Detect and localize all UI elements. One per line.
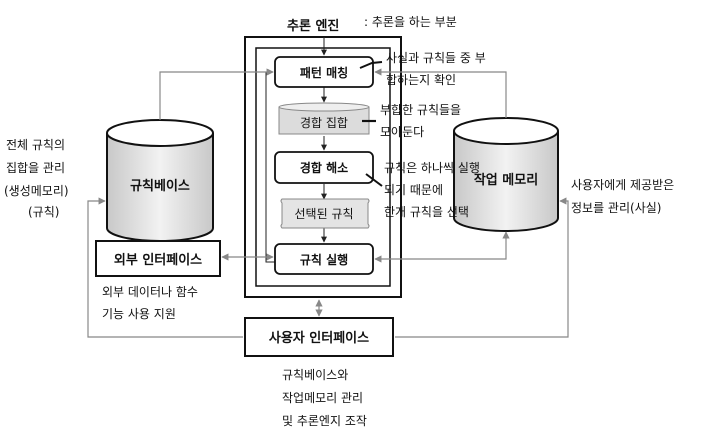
rule-base-desc-line-3: (생성메모리): [4, 184, 69, 198]
callout-pointer-resolution: [365, 173, 383, 187]
external-interface-desc-line-2: 기능 사용 지원: [102, 307, 176, 321]
conflict-resolution-box: [274, 151, 374, 184]
connector-rulebase-to-matching: [159, 68, 274, 120]
callout-matching-line-2: 합하는지 확인: [386, 73, 456, 87]
working-memory-label: 작업 메모리: [474, 172, 538, 188]
working-memory-desc-line-1: 사용자에게 제공받은: [571, 178, 674, 192]
user-interface-desc-line-3: 및 추론엔지 조작: [282, 414, 367, 428]
connector-user-to-rulebase: [87, 197, 243, 338]
conflict-resolution-label: 경합 해소: [300, 160, 348, 175]
engine-title: 추론 엔진: [287, 18, 339, 34]
conflict-set-label: 경합 집합: [300, 116, 348, 130]
working-memory-desc-line-2: 정보를 관리(사실): [571, 201, 661, 215]
connector-execution-memory: [374, 231, 510, 263]
callout-resolution-line-3: 한개 규칙을 선택: [384, 205, 469, 219]
selected-rule-label: 선택된 규칙: [294, 207, 353, 221]
pattern-matching-label: 패턴 매칭: [300, 65, 348, 80]
callout-set-line-1: 부합한 규칙들을: [380, 103, 461, 117]
callout-resolution-line-2: 되기 때문에: [384, 183, 443, 197]
working-memory-cylinder: [453, 117, 559, 232]
selected-rule-scroll: [280, 198, 370, 229]
engine-inner-frame: [255, 47, 391, 287]
connector-memory-to-matching: [374, 68, 507, 118]
rule-base-cylinder: [106, 119, 214, 242]
user-interface-desc-line-1: 규칙베이스와: [282, 368, 348, 382]
user-interface-desc-line-2: 작업메모리 관리: [282, 391, 363, 405]
rule-base-label: 규칙베이스: [130, 178, 190, 194]
rule-base-desc-line-4: (규칙): [28, 205, 59, 219]
callout-matching-line-1: 사실과 규칙들 중 부: [386, 51, 486, 65]
rule-execution-box: [274, 243, 374, 275]
external-interface-desc-line-1: 외부 데이터나 함수: [102, 285, 198, 299]
engine-note: : 추론을 하는 부분: [364, 15, 457, 29]
callout-resolution-line-1: 규칙은 하나씩 실행: [384, 160, 480, 175]
callout-set-line-2: 모아둔다: [380, 125, 424, 139]
external-interface-label: 외부 인터페이스: [114, 252, 202, 268]
pattern-matching-box: [274, 56, 374, 88]
rule-execution-label: 규칙 실행: [300, 252, 348, 267]
user-interface-box: [244, 317, 394, 357]
rule-base-desc-line-1: 전체 규칙의: [6, 138, 65, 152]
external-interface-box: [95, 240, 221, 277]
user-interface-label: 사용자 인터페이스: [269, 330, 369, 346]
rule-base-desc-line-2: 집합을 관리: [6, 161, 65, 175]
connector-user-to-memory: [395, 197, 569, 338]
callout-pointer-matching: [359, 61, 383, 69]
